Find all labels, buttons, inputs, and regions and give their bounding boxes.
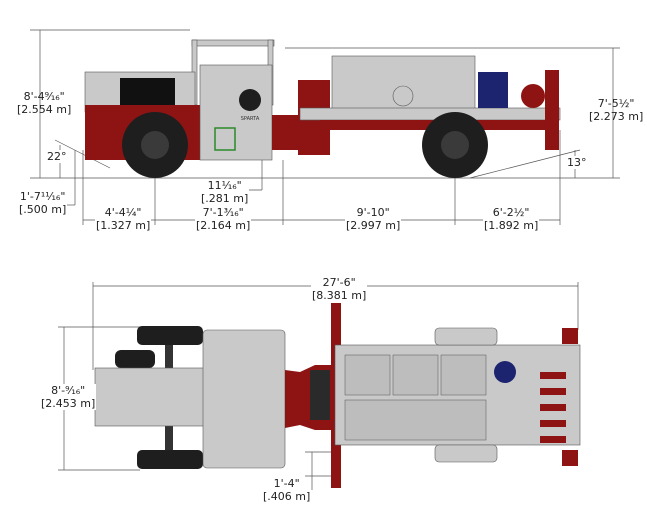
tractor-wheelbase-metric: [2.164 m]	[196, 219, 251, 232]
trailer-length-label: 9'-10"[2.997 m]	[345, 206, 402, 232]
overall-height-imperial: 8'-4⁹⁄₁₆"	[23, 90, 65, 103]
trailer-deck	[299, 107, 561, 121]
front-tire-top	[137, 326, 203, 345]
blue-box-top	[494, 361, 516, 383]
sparta-logo: SPARTA	[241, 116, 260, 122]
rear-overhang-metric: [1.892 m]	[484, 219, 539, 232]
operator-compartment	[199, 64, 273, 161]
front-height-label: 1'-7¹¹⁄₁₆"[.500 m]	[18, 190, 68, 216]
overall-height-label: 8'-4⁹⁄₁₆"[2.554 m]	[16, 90, 72, 116]
rear-overhang-imperial: 6'-2½"	[492, 206, 530, 219]
overall-width-label: 8'-⁹⁄₁₆"[2.453 m]	[40, 384, 97, 410]
dimension-lines	[30, 29, 620, 490]
hose-reels-top	[540, 372, 566, 443]
overall-height-metric: [2.554 m]	[17, 103, 72, 116]
trailer-height-metric: [2.273 m]	[589, 110, 644, 123]
outrigger-offset-metric: [.406 m]	[263, 490, 311, 503]
trailer-height-imperial: 7'-5½"	[597, 97, 635, 110]
trailer-length-metric: [2.997 m]	[346, 219, 401, 232]
tank	[331, 55, 476, 112]
front-height-imperial: 1'-7¹¹⁄₁₆"	[19, 190, 66, 203]
departure-angle-label: 13°	[566, 156, 588, 169]
engine-cylinder	[115, 350, 155, 368]
rear-overhang-label: 6'-2½"[1.892 m]	[483, 206, 540, 232]
top-view-vehicle	[94, 303, 581, 488]
cab-canopy	[191, 39, 275, 47]
ground-clearance-label: 11¹⁄₁₆"[.281 m]	[200, 179, 250, 205]
front-tire-bottom	[137, 450, 203, 469]
side-view-vehicle: SPARTA	[84, 39, 561, 178]
articulation-joint	[272, 115, 302, 150]
overall-width-imperial: 8'-⁹⁄₁₆"	[51, 384, 86, 397]
outrigger-offset-imperial: 1'-4"	[273, 477, 300, 490]
blue-box	[478, 72, 508, 108]
outrigger-offset-label: 1'-4"[.406 m]	[262, 477, 312, 503]
overall-length-label: 27'-6"[8.381 m]	[311, 276, 368, 302]
rear-outrigger	[545, 70, 559, 150]
engine-body	[94, 367, 209, 427]
ground-clearance-imperial: 11¹⁄₁₆"	[207, 179, 242, 192]
tractor-wheelbase-imperial: 7'-1³⁄₁₆"	[202, 206, 244, 219]
tractor-wheelbase-label: 7'-1³⁄₁₆"[2.164 m]	[195, 206, 252, 232]
front-height-metric: [.500 m]	[19, 203, 67, 216]
trailer-length-imperial: 9'-10"	[356, 206, 390, 219]
rear-tire-bottom	[434, 444, 498, 463]
approach-angle-label: 22°	[46, 150, 68, 163]
operator-deck	[202, 329, 286, 469]
overall-width-metric: [2.453 m]	[41, 397, 96, 410]
ground-clearance-metric: [.281 m]	[201, 192, 249, 205]
hose-reel	[521, 84, 545, 108]
overall-length-metric: [8.381 m]	[312, 289, 367, 302]
overall-length-imperial: 27'-6"	[322, 276, 356, 289]
front-overhang-imperial: 4'-4¼"	[104, 206, 142, 219]
trailer-height-label: 7'-5½"[2.273 m]	[588, 97, 644, 123]
front-overhang-metric: [1.327 m]	[96, 219, 151, 232]
front-overhang-label: 4'-4¼"[1.327 m]	[95, 206, 152, 232]
rear-tire-top	[434, 327, 498, 346]
